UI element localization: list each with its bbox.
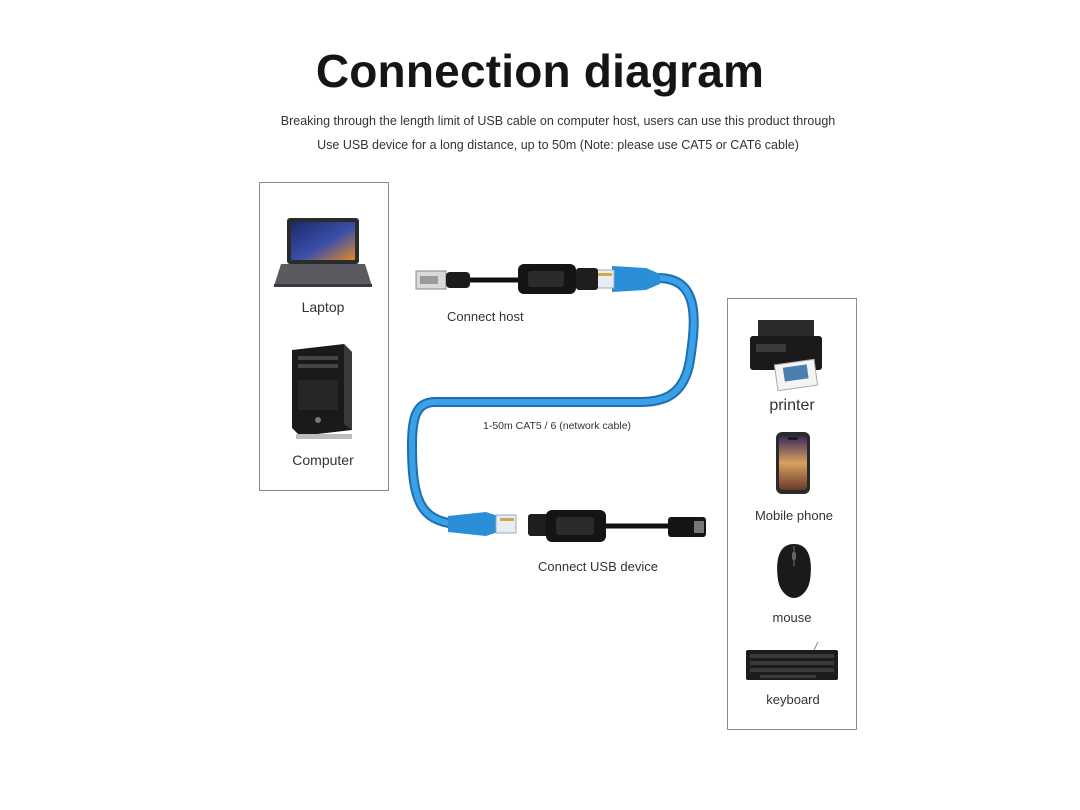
network-cable-label: 1-50m CAT5 / 6 (network cable) (483, 420, 632, 432)
computer-tower-icon (292, 344, 352, 439)
connect-host-label: Connect host (447, 309, 524, 324)
connect-usb-device-label: Connect USB device (538, 559, 658, 574)
description-line-1: Breaking through the length limit of USB… (280, 114, 836, 128)
keyboard-icon (746, 641, 838, 680)
laptop-label: Laptop (301, 299, 345, 315)
mouse-label: mouse (772, 610, 812, 625)
description-line-2: Use USB device for a long distance, up t… (317, 138, 799, 152)
printer-icon (750, 320, 822, 392)
keyboard-label: keyboard (766, 692, 820, 707)
rj45-connector-bottom (448, 512, 517, 536)
rj45-connector-top (595, 266, 660, 292)
usb-device-extender (528, 510, 706, 542)
network-cable (406, 273, 699, 529)
host-devices-box (259, 182, 389, 491)
mobile-phone-icon (776, 432, 810, 494)
mouse-icon (777, 544, 811, 598)
laptop-icon (274, 218, 372, 287)
mobile-phone-label: Mobile phone (754, 508, 834, 523)
computer-label: Computer (292, 452, 354, 468)
diagram-title: Connection diagram (315, 45, 765, 97)
usb-host-plug (415, 264, 598, 294)
printer-label: printer (769, 397, 815, 414)
